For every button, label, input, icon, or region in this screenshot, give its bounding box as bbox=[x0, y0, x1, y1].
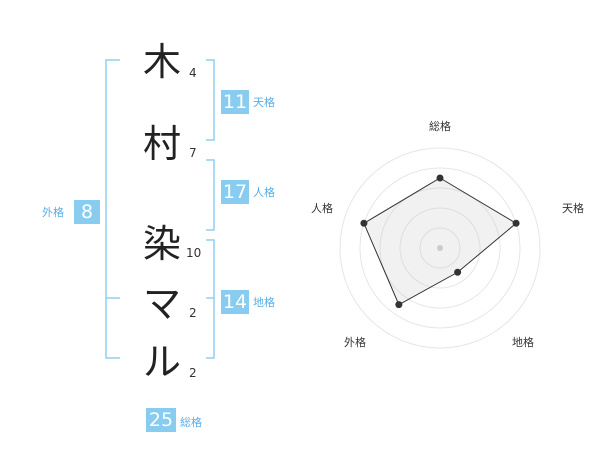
radar-ring-4 bbox=[359, 167, 521, 329]
name-char-1: 木 bbox=[142, 40, 181, 84]
stroke-count-4: 2 bbox=[189, 306, 197, 320]
stroke-count-2: 7 bbox=[189, 146, 197, 160]
radar-ring-1 bbox=[419, 227, 461, 269]
radar-axis-label-5: 人格 bbox=[311, 201, 333, 215]
radar-point-3 bbox=[454, 268, 462, 276]
stroke-count-1: 4 bbox=[189, 66, 197, 80]
radar-axis-label-2: 天格 bbox=[562, 201, 584, 215]
stroke-count-3: 10 bbox=[186, 246, 202, 260]
jinkaku-badge: 17 bbox=[221, 180, 249, 204]
name-char-3: 染 bbox=[142, 222, 181, 266]
radar-axis-label-3: 地格 bbox=[512, 335, 534, 349]
gaikaku-label: 外格 bbox=[42, 206, 64, 219]
name-char-4: マ bbox=[142, 282, 181, 326]
radar-point-1 bbox=[436, 174, 444, 182]
sokaku-badge: 25 bbox=[146, 408, 176, 432]
radar-ring-2 bbox=[399, 207, 481, 289]
radar-polygon bbox=[363, 177, 517, 306]
radar-point-2 bbox=[512, 219, 520, 227]
sokaku-label: 総格 bbox=[180, 416, 202, 429]
radar-axis-label-4: 外格 bbox=[344, 335, 366, 349]
gaikaku-badge: 8 bbox=[74, 200, 100, 224]
chikaku-label: 地格 bbox=[253, 296, 275, 309]
name-char-2: 村 bbox=[142, 122, 181, 166]
radar-ring-3 bbox=[379, 187, 501, 309]
name-char-5: ル bbox=[142, 340, 181, 384]
radar-axis-label-1: 総格 bbox=[429, 119, 451, 133]
chikaku-badge: 14 bbox=[221, 290, 249, 314]
tenkaku-label: 天格 bbox=[253, 96, 275, 109]
radar-center-dot bbox=[437, 245, 443, 251]
stroke-count-5: 2 bbox=[189, 366, 197, 380]
radar-point-4 bbox=[395, 301, 403, 309]
jinkaku-label: 人格 bbox=[253, 186, 275, 199]
tenkaku-badge: 11 bbox=[221, 90, 249, 114]
radar-point-5 bbox=[360, 219, 368, 227]
